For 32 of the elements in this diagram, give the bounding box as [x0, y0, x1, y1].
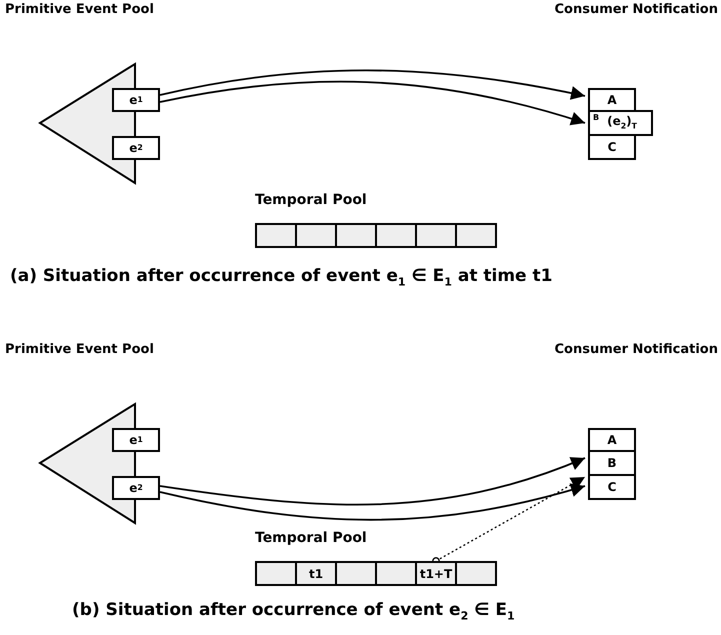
time-slot — [455, 223, 497, 248]
arrow — [160, 70, 586, 100]
notification-slot: B — [588, 450, 636, 476]
pool-heading: Temporal Pool — [255, 530, 367, 546]
pool-heading: Temporal Pool — [255, 192, 367, 208]
time-slot — [415, 223, 457, 248]
time-slot — [375, 223, 417, 248]
notification-slot: C — [588, 474, 636, 500]
notification-slot: C — [588, 134, 636, 160]
pool-heading: Primitive Event Pool — [5, 342, 154, 357]
notification-slot: A — [588, 428, 636, 452]
notification-slot: A — [588, 88, 636, 112]
notification-slot — [588, 110, 653, 136]
caption: (b) Situation after occurrence of event e$_{2}$ ∈ E$_{1}$ — [72, 600, 515, 622]
time-slot — [455, 561, 497, 586]
arrow — [160, 80, 586, 126]
time-slot — [335, 223, 377, 248]
caption: (a) Situation after occurrence of event e$_{1}$ ∈ E$_{1}$ at time t1 — [10, 266, 552, 288]
time-slot — [335, 561, 377, 586]
slot-value: (e$_{2}$)$_{T}$ — [607, 115, 637, 131]
time-slot — [375, 561, 417, 586]
arrow — [160, 456, 586, 506]
time-slot: t1 — [295, 561, 337, 586]
pool-heading: Consumer Notification — [554, 2, 718, 17]
time-slot — [255, 223, 297, 248]
time-slot — [295, 223, 337, 248]
time-slot: t1+T — [415, 561, 457, 586]
time-slot — [255, 561, 297, 586]
arrow — [160, 483, 586, 521]
slot-letter: B — [593, 114, 600, 122]
pool-heading: Consumer Notification — [554, 342, 718, 357]
pool-heading: Primitive Event Pool — [5, 2, 154, 17]
